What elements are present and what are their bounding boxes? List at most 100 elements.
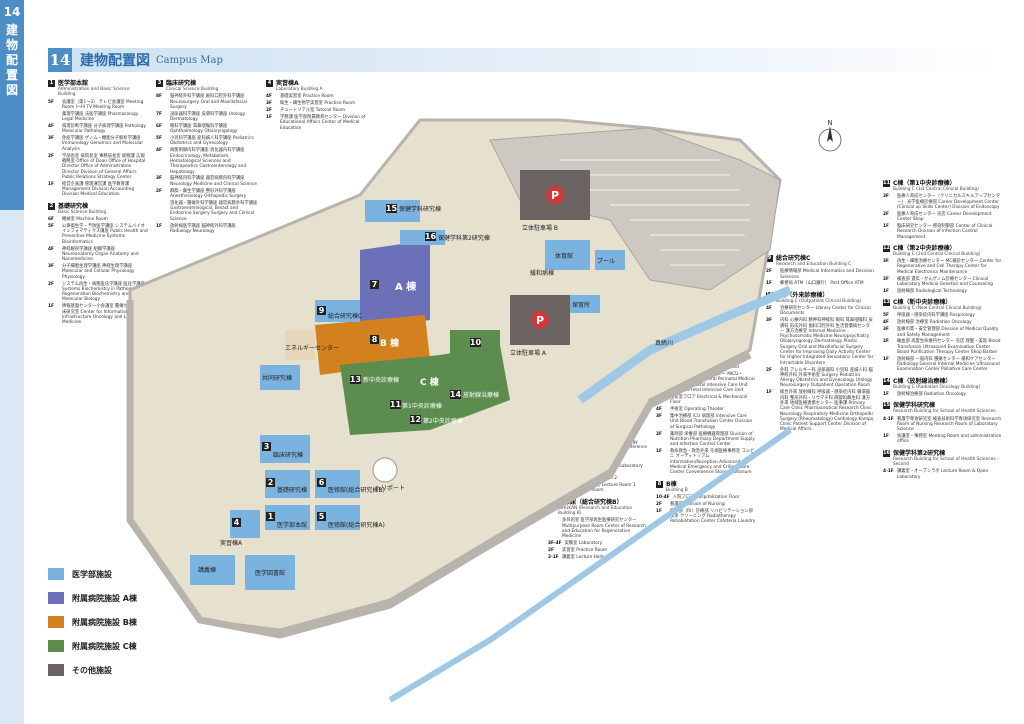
label-n11: 第1中央診療棟 xyxy=(402,402,442,410)
label-lecture: 講義棟 xyxy=(198,566,216,574)
parking-mark: P xyxy=(551,189,559,202)
floor-departments: 薬理学講座 法医学講座 Pharmacology Legal Medicine xyxy=(62,111,139,123)
building-number-badge: 1 xyxy=(48,80,55,87)
legend-item: 附属病院施設 C棟 xyxy=(48,634,148,658)
floor-departments: 手術室 Operating Theater xyxy=(670,407,724,413)
building-number-badge: 16 xyxy=(883,449,890,457)
label-building-b: B 棟 xyxy=(380,337,400,349)
bldg-9 xyxy=(315,300,360,322)
floor-departments: 消化器・腫瘍外科学講座 器官病態外科学講座 Gastroenterologica… xyxy=(170,200,258,222)
floor-label: 3F xyxy=(266,101,272,107)
marker-9: 9 xyxy=(319,306,325,315)
library xyxy=(245,555,295,590)
compass-north: N xyxy=(827,119,832,127)
floor-row: 多目的室 医学部再生医療研究センター Multipurpose Room Cen… xyxy=(548,518,648,539)
floor-departments: 病理診断学講座 分子病理学講座 Pathology Molecular Path… xyxy=(62,123,147,135)
side-tab-char: 配 xyxy=(5,53,18,67)
floor-departments: 看護学専攻研究室 検査技術科学専攻研究室 Research Room of Nu… xyxy=(897,416,1002,433)
floor-departments: 免疫学講座 ゲノム・機能分子解析学講座 Immunology Genomics … xyxy=(62,136,144,152)
floor-label: 1F xyxy=(156,223,162,229)
page-subtitle: Campus Map xyxy=(156,54,223,66)
floor-label: 3F xyxy=(883,194,889,200)
building-name: 保健学科第2研究棟 xyxy=(893,449,946,457)
floor-label: 5F xyxy=(156,136,162,142)
floor-departments: 公衆衛生学・予防医学講座 システムバイオインフォマティクス講座 Public H… xyxy=(62,223,148,245)
lab-building xyxy=(260,365,300,390)
marker-6: 6 xyxy=(319,478,325,487)
legend-swatch xyxy=(48,664,64,676)
building-name-en: ISHUKAN (Research and Education Building… xyxy=(558,505,633,517)
label-parking-a: 立体駐車場 A xyxy=(510,349,547,357)
floor-departments: 情報基盤センター小会議室 腫瘍センター臨床研究室 Center for Info… xyxy=(62,304,148,326)
marker-10: 10 xyxy=(470,338,482,347)
floor-label xyxy=(48,112,59,123)
floor-label: 4-1F xyxy=(883,469,894,475)
label-n13: 新中央診療棟 xyxy=(363,376,399,384)
floor-label: 4F xyxy=(766,306,772,312)
floor-label: 5F xyxy=(883,313,889,319)
label-hospice: 緩和病棟 xyxy=(530,269,554,277)
floor-label: 3F xyxy=(883,327,889,333)
floor-departments: 衛生・細生物学実習室 Practice Room xyxy=(280,101,356,107)
building-name: 基礎研究棟 xyxy=(58,202,89,210)
energy-center xyxy=(285,330,315,360)
building-number-badge: 4 xyxy=(266,80,273,87)
building-name-en: Clinical Science Building xyxy=(166,87,219,92)
floor-departments: 内科 心療内科 精神科神経科 眼科 耳鼻咽喉科 皮膚科 形成外科 歯科口腔外科 … xyxy=(780,318,874,366)
floor-departments: 会議室（第1～3） テレビ会議室 Meeting Room I～III TV M… xyxy=(62,99,144,110)
label-river: 真締川 xyxy=(655,339,673,347)
floor-label: 2F xyxy=(656,501,662,507)
floor-departments: 医療人育成センター 売店 Career Development Center S… xyxy=(897,211,992,223)
building-name-en: Building C (2nd Central Clinical Buildin… xyxy=(893,251,981,257)
floor-label: 2F xyxy=(883,211,889,217)
building-c xyxy=(340,345,510,435)
marker-1: 1 xyxy=(268,512,274,521)
floor-departments: 輸血部 高度生命維持センター 売店 理髪・美容 Blood Transfusio… xyxy=(897,339,1001,355)
building-name-en: Laboratory Building A xyxy=(276,87,323,92)
label-nursery: 保育所 xyxy=(572,301,590,309)
legend-swatch xyxy=(48,592,64,604)
legend-item: 附属病院施設 A棟 xyxy=(48,586,148,610)
floor-label: 6F xyxy=(156,123,162,129)
building-name-en: Building C (New Central Clinical Buildin… xyxy=(893,306,982,312)
side-tab-char: 建 xyxy=(5,23,18,37)
floor-label: 1F xyxy=(883,356,889,362)
floor-departments: 検査部 遺伝・がんゲノム診療センター Clinical Laboratory M… xyxy=(897,276,994,287)
label-kyoudou: 共同研究棟 xyxy=(262,374,292,382)
floor-departments: 薬剤部 栄養部 医療機器管理部 Division of Nutrition Ph… xyxy=(670,431,755,448)
floor-departments: 眼科学講座 耳鼻咽喉科学講座 Ophthalmology Otolaryngol… xyxy=(170,123,238,135)
building-name-en: Basic Science Building xyxy=(58,209,107,215)
building-name-en: Administration and Basic Science Buildin… xyxy=(58,87,130,98)
campus-map-svg: P P 1 2 3 4 xyxy=(126,118,792,703)
floor-row: 消化器・腫瘍外科学講座 器官病態外科学講座 Gastroenterologica… xyxy=(156,201,258,222)
marker-5: 5 xyxy=(319,512,325,521)
floor-departments: 脳神経外科学講座 歯科口腔外科学講座 Neurosurgery Oral and… xyxy=(170,94,247,110)
parking-icon xyxy=(531,311,549,329)
floor-label: 3F xyxy=(656,414,662,420)
floor-departments: 医療人育成センター（クリニカルスキルアップセンター） 光学医療診療部 Caree… xyxy=(897,194,1001,210)
floor-label: 4F xyxy=(266,94,272,100)
building-name: 総合研究棟C xyxy=(776,255,811,262)
main-road xyxy=(126,300,752,639)
floor-departments: 放射線部 治療室 Radiation Oncology xyxy=(897,320,972,326)
floor-label: 1F xyxy=(656,508,662,514)
